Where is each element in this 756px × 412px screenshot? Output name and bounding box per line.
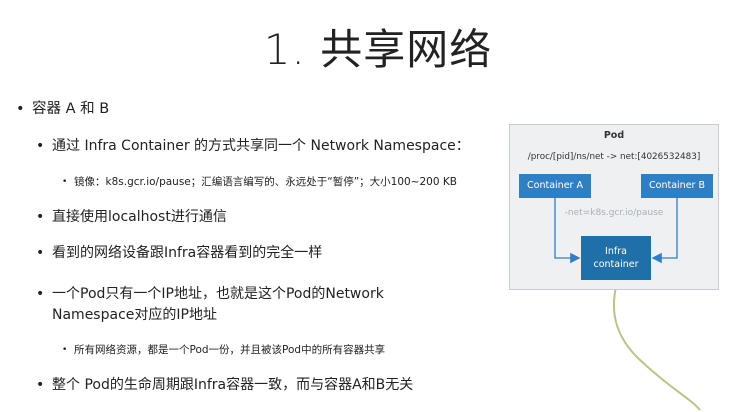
bullet-containers-ab: • 容器 A 和 B: [16, 99, 110, 119]
slide-title: 1. 共享网络: [263, 25, 493, 74]
bullet-dot: •: [36, 138, 45, 154]
bullet-text: 看到的网络设备跟Infra容器看到的完全一样: [52, 245, 323, 261]
bullet-lifecycle: • 整个 Pod的生命周期跟Infra容器一致，而与容器A和B无关: [36, 375, 414, 396]
bullet-dot: •: [16, 101, 25, 117]
bullet-dot: •: [36, 286, 45, 302]
annotation-curve: [612, 277, 701, 411]
bullet-infra-container: • 通过 Infra Container 的方式共享同一个 Network Na…: [36, 136, 470, 157]
pod-diagram: Pod /proc/[pid]/ns/net -> net:[402653248…: [509, 124, 719, 290]
net-option-label: -net=k8s.gcr.io/pause: [564, 208, 664, 218]
arrow-a-to-infra: [554, 198, 581, 264]
container-a-box: Container A: [519, 174, 591, 198]
netns-path: /proc/[pid]/ns/net -> net:[4026532483]: [527, 152, 701, 162]
bullet-text: 整个 Pod的生命周期跟Infra容器一致，而与容器A和B无关: [52, 377, 414, 393]
bullet-text: 直接使用localhost进行通信: [52, 209, 227, 225]
infra-label-line1: Infra: [605, 246, 627, 257]
pod-arrows: [554, 198, 678, 264]
bullet-network-devices: • 看到的网络设备跟Infra容器看到的完全一样: [36, 243, 323, 264]
bullet-text-line2: Namespace对应的IP地址: [52, 307, 217, 323]
bullet-dot: •: [36, 209, 45, 225]
bullet-dot: •: [36, 377, 45, 393]
container-b-box: Container B: [641, 174, 713, 198]
bullet-shared-resources: • 所有网络资源，都是一个Pod一份，并且被该Pod中的所有容器共享: [62, 342, 386, 358]
infra-container-box: Infra container: [581, 236, 651, 280]
bullet-single-ip: • 一个Pod只有一个IP地址，也就是这个Pod的Network Namespa…: [36, 284, 384, 326]
bullet-text: 所有网络资源，都是一个Pod一份，并且被该Pod中的所有容器共享: [74, 344, 386, 356]
bullet-localhost: • 直接使用localhost进行通信: [36, 207, 227, 228]
pod-label: Pod: [603, 130, 625, 141]
bullet-text: 通过 Infra Container 的方式共享同一个 Network Name…: [52, 138, 470, 154]
arrow-b-to-infra: [651, 198, 678, 264]
bullet-text-line1: 一个Pod只有一个IP地址，也就是这个Pod的Network: [52, 286, 384, 302]
bullet-pause-image: • 镜像：k8s.gcr.io/pause；汇编语言编写的、永远处于“暂停”；大…: [62, 174, 457, 190]
bullet-text: 镜像：k8s.gcr.io/pause；汇编语言编写的、永远处于“暂停”；大小1…: [74, 176, 457, 188]
bullet-text: 容器 A 和 B: [32, 101, 110, 117]
bullet-dot: •: [36, 245, 45, 261]
infra-label-line2: container: [593, 259, 639, 270]
bullet-dot: •: [62, 177, 68, 187]
bullet-dot: •: [62, 345, 68, 355]
